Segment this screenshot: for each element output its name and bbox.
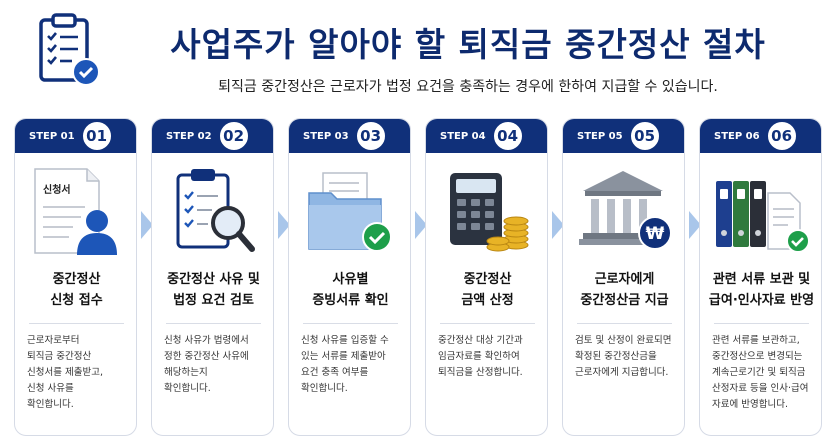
step-header: STEP 06 06 <box>700 119 821 153</box>
step-label: STEP 06 <box>714 130 760 142</box>
doc-title-text: 신청서 <box>43 183 71 196</box>
step-header: STEP 01 01 <box>15 119 136 153</box>
step-header: STEP 02 02 <box>152 119 273 153</box>
clipboard-magnifier-icon <box>176 169 255 252</box>
arrow-right-icon <box>141 211 153 239</box>
step-label: STEP 03 <box>303 130 349 142</box>
binders-document-check-icon <box>716 181 810 253</box>
arrow-right-icon <box>552 211 564 239</box>
page-subtitle: 퇴직금 중간정산은 근로자가 법정 요건을 충족하는 경우에 한하여 지급할 수… <box>218 79 718 95</box>
step-label: STEP 02 <box>166 130 212 142</box>
step-label: STEP 04 <box>440 130 486 142</box>
arrow-right-icon <box>278 211 290 239</box>
step-number: 02 <box>219 122 248 150</box>
clipboard-checklist-icon <box>39 13 100 86</box>
bank-won-icon: ₩ <box>579 171 672 250</box>
step-number: 06 <box>767 122 796 150</box>
step-number: 01 <box>82 122 111 150</box>
svg-text:₩: ₩ <box>646 224 665 244</box>
step-label: STEP 05 <box>577 130 623 142</box>
step-number: 04 <box>493 122 522 150</box>
step-label: STEP 01 <box>29 130 75 142</box>
arrow-right-icon <box>415 211 427 239</box>
step-header: STEP 03 03 <box>289 119 410 153</box>
step-number: 05 <box>630 122 659 150</box>
step-number: 03 <box>356 122 385 150</box>
folder-check-icon <box>308 172 392 252</box>
step-header: STEP 04 04 <box>426 119 547 153</box>
application-form-person-icon: 신청서 <box>34 168 117 255</box>
page-title: 사업주가 알아야 할 퇴직금 중간정산 절차 <box>170 25 766 64</box>
step-header: STEP 05 05 <box>563 119 684 153</box>
arrow-right-icon <box>689 211 701 239</box>
calculator-coins-icon <box>450 173 529 252</box>
